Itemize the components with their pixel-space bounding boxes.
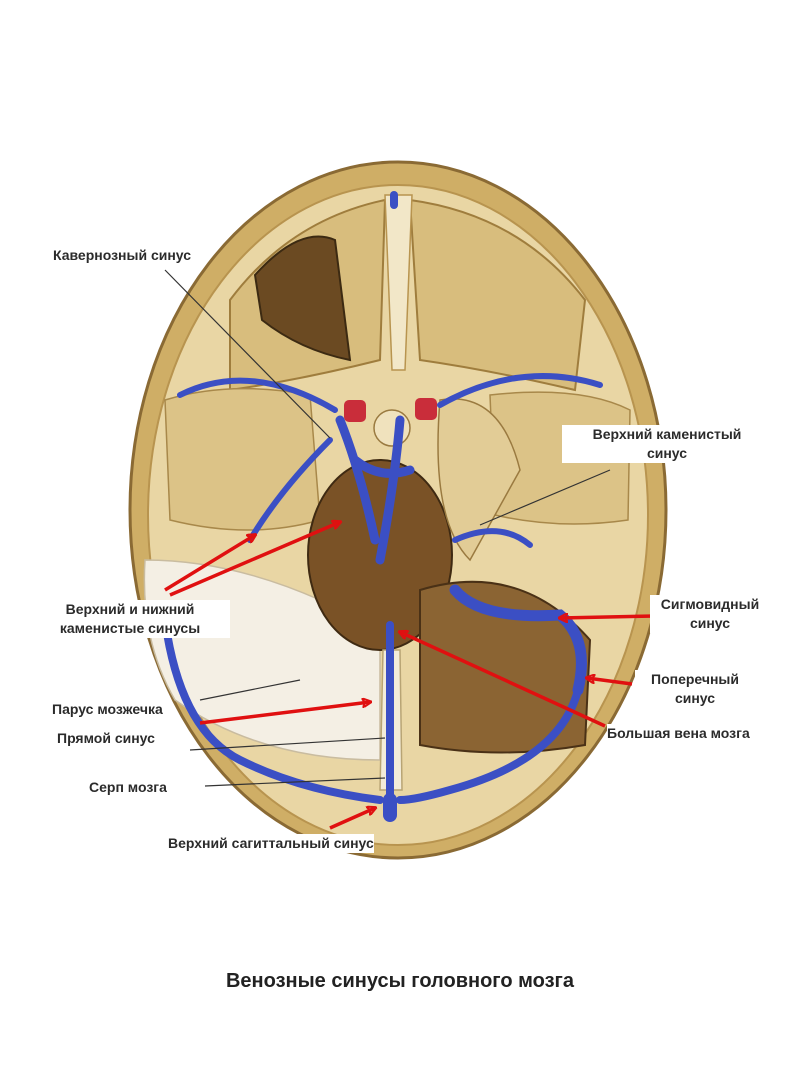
pointer-superior-petrosal — [479, 469, 611, 526]
label-sigmoid-line2: синус — [689, 615, 731, 631]
carotid-left — [344, 400, 366, 422]
pointer-cavernous — [164, 269, 331, 439]
arrow-petrosal-2 — [169, 522, 340, 597]
label-superior-petrosal-line1: Верхний каменистый — [592, 426, 742, 442]
label-sup-inf-petrosal-line2: каменистые синусы — [59, 620, 201, 636]
label-sigmoid-line1: Сигмовидный — [660, 596, 760, 612]
label-great-cerebral-vein: Большая вена мозга — [607, 724, 750, 743]
sella — [373, 409, 411, 447]
pointer-falx — [204, 777, 386, 787]
label-tentorium: Парус мозжечка — [52, 700, 163, 719]
right-posterior-cavity — [419, 580, 592, 754]
label-transverse-line2: синус — [674, 690, 716, 706]
pointer-straight — [189, 737, 386, 751]
arrow-straight-sinus — [199, 702, 370, 725]
label-superior-petrosal-line2: синус — [646, 445, 688, 461]
red-arrows — [164, 522, 656, 830]
superior-petrosal-sinus — [247, 437, 533, 548]
cavernous-sinus — [335, 415, 415, 565]
label-transverse-line1: Поперечный — [651, 671, 739, 687]
label-superior-sagittal-sinus: Верхний сагиттальный синус — [168, 834, 374, 853]
crista-galli — [384, 194, 413, 371]
label-cavernous-sinus: Кавернозный синус — [53, 246, 192, 265]
sphenoparietal-sinus — [177, 373, 603, 413]
anterior-fossa-right — [408, 198, 587, 392]
label-superior-petrosal-sinus: Верхний каменистый синус — [562, 425, 772, 463]
label-sup-inf-petrosal-line1: Верхний и нижний — [65, 601, 195, 617]
label-superior-inferior-petrosal: Верхний и нижний каменистые синусы — [30, 600, 230, 638]
label-straight-sinus: Прямой синус — [57, 729, 155, 748]
pointer-lines — [164, 269, 611, 787]
label-sigmoid-sinus: Сигмовидный синус — [650, 595, 770, 633]
middle-fossa-left — [164, 387, 321, 531]
arrow-great-vein — [400, 632, 606, 728]
temporal-bone-right — [437, 398, 521, 562]
label-transverse-sinus: Поперечный синус — [635, 670, 755, 708]
opened-orbit — [253, 235, 352, 362]
arrow-petrosal-1 — [164, 535, 255, 592]
figure-caption: Венозные синусы головного мозга — [225, 970, 575, 992]
pointer-tentorium — [199, 679, 301, 701]
label-falx-cerebri: Серп мозга — [89, 778, 167, 797]
carotid-right — [415, 398, 437, 420]
arrow-sigmoid — [560, 616, 656, 618]
arrow-sagittal — [329, 808, 375, 830]
transverse-sinus-left — [161, 616, 384, 804]
transverse-sinus-right — [396, 686, 582, 804]
arrow-transverse — [587, 678, 633, 686]
